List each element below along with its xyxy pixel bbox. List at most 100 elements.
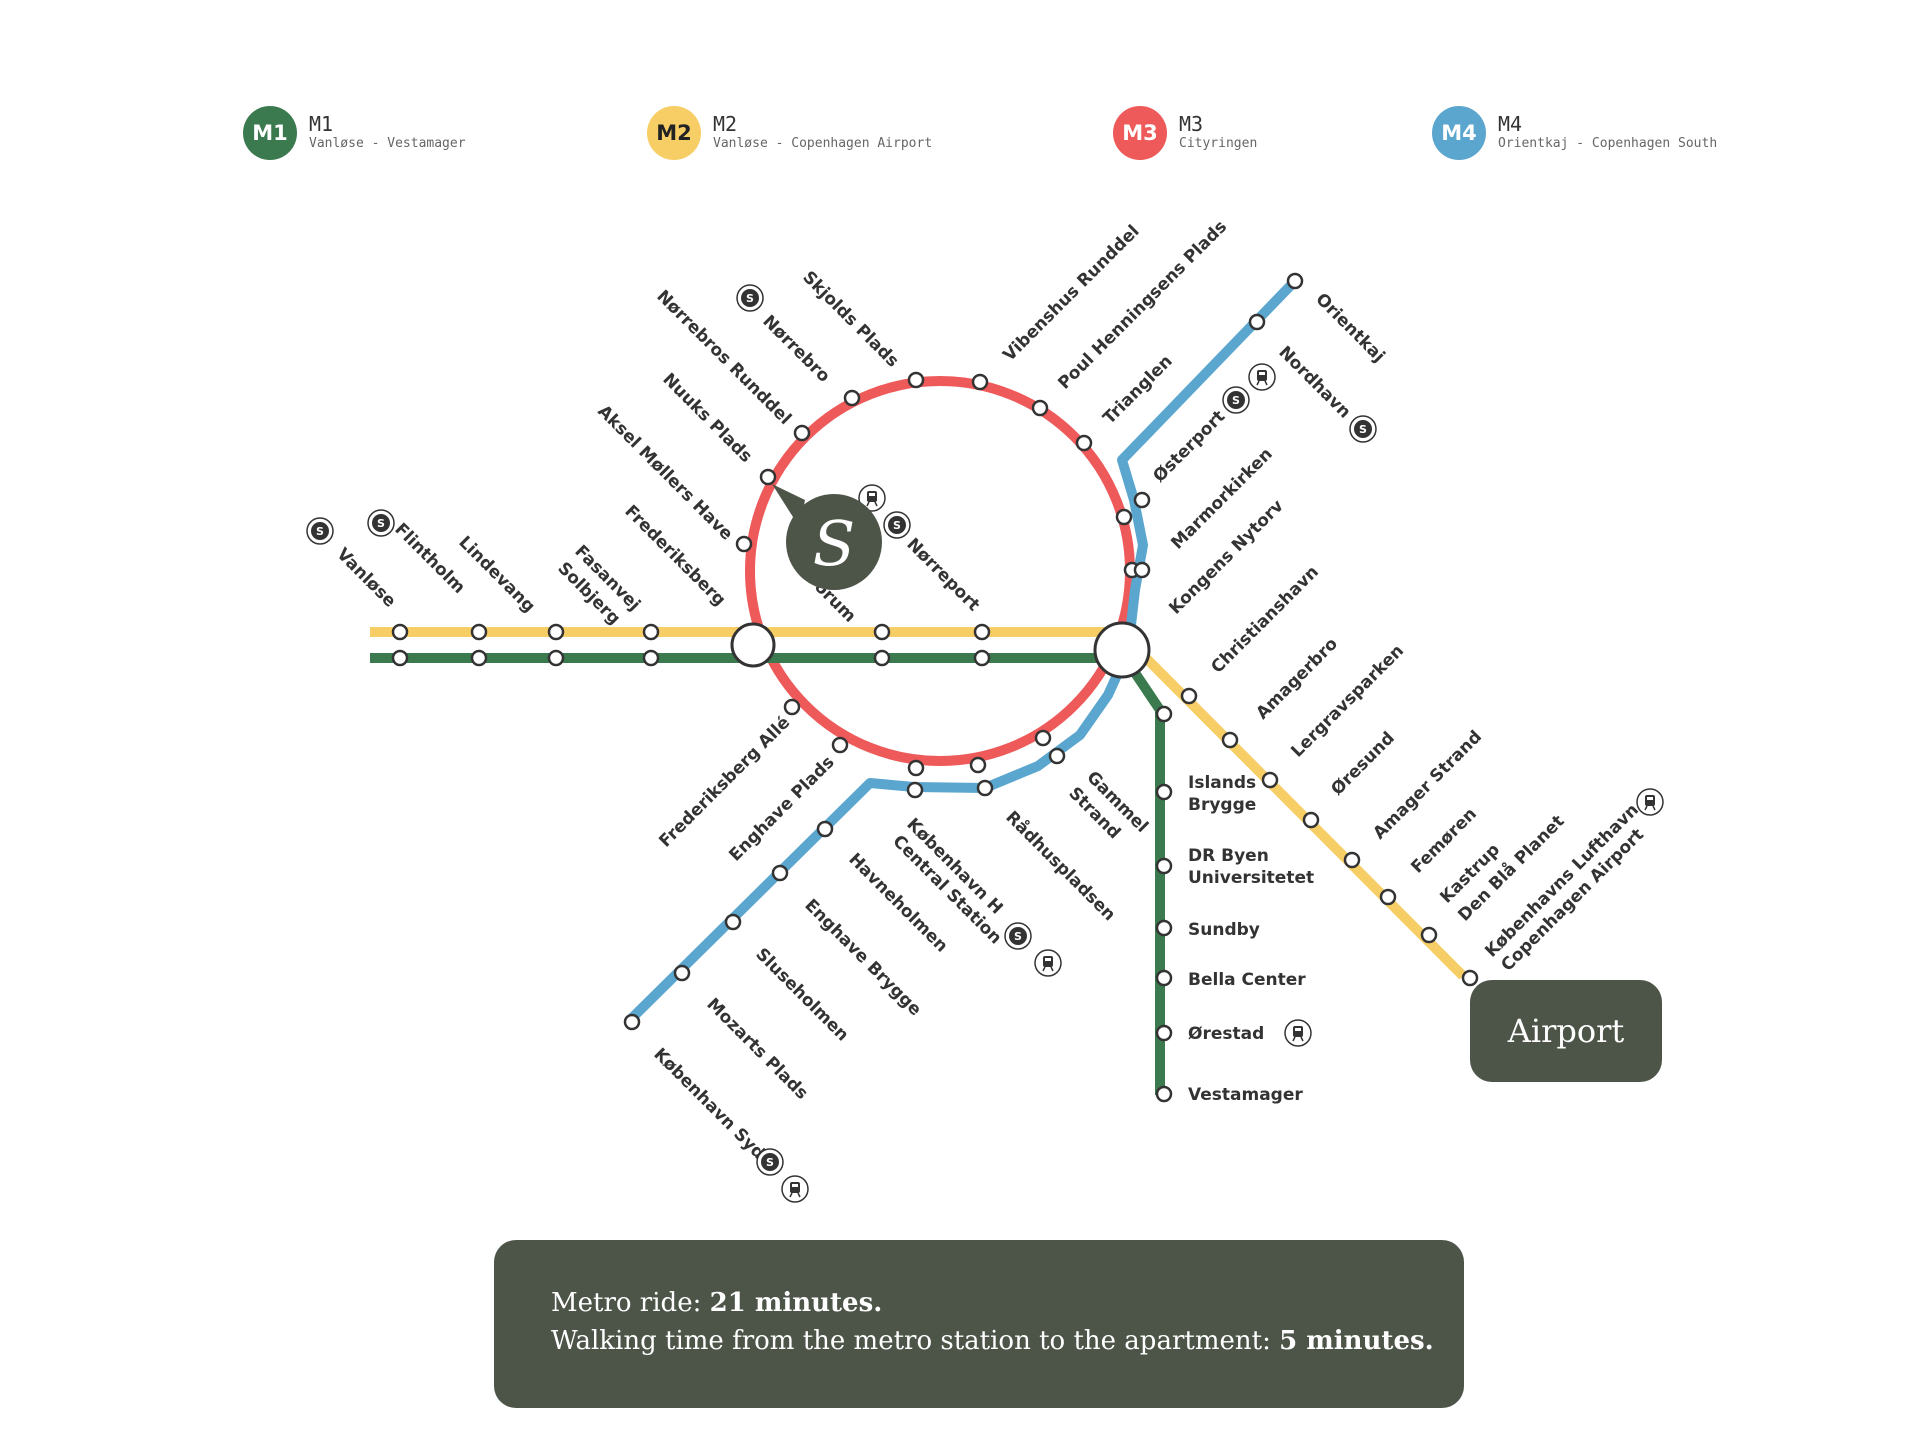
m1-route: Vanløse - Vestamager <box>309 136 466 151</box>
m4-badge: M4 <box>1432 106 1486 160</box>
label-orientkaj: Orientkaj <box>1311 289 1388 366</box>
s-train-icon: S <box>306 517 334 545</box>
station-dot <box>1180 687 1198 705</box>
label-mozarts-plads: Mozarts Plads <box>702 994 811 1103</box>
label-lindevang: Lindevang <box>454 532 538 616</box>
property-marker-circle <box>786 494 882 590</box>
station-dot <box>1048 747 1066 765</box>
train-icon <box>858 484 886 512</box>
station-dot <box>1133 491 1151 509</box>
label-kobenhavn-syd: København Syd <box>649 1044 768 1163</box>
m1-name: M1 <box>309 112 334 136</box>
label-sundby: Sundby <box>1188 920 1260 940</box>
m3-badge: M3 <box>1113 106 1167 160</box>
station-dot <box>906 781 924 799</box>
transfer-icons: S S S S S S S S <box>306 284 1664 1203</box>
station-dot <box>1031 399 1049 417</box>
metro-ride-prefix: Metro ride: <box>551 1288 710 1318</box>
station-dot <box>793 424 811 442</box>
label-poul-henningsens-plads: Poul Henningsens Plads <box>1054 217 1231 394</box>
label-norrebro: Nørrebro <box>758 311 833 386</box>
station-dot <box>759 468 777 486</box>
label-dr-byen-2: Universitetet <box>1188 868 1314 888</box>
train-icon <box>1034 949 1062 977</box>
label-norrebros-runddel: Nørrebros Runddel <box>652 286 794 428</box>
legend-m3: M3 M3 Cityringen <box>1113 106 1257 160</box>
station-dot <box>1034 729 1052 747</box>
label-islands-brygge-1: Islands <box>1188 773 1256 793</box>
walking-time-line: Walking time from the metro station to t… <box>551 1322 1464 1360</box>
svg-text:S: S <box>746 292 754 305</box>
station-dot <box>623 1013 641 1031</box>
m4-route: Orientkaj - Copenhagen South <box>1498 136 1718 151</box>
station-dot <box>391 623 409 641</box>
station-dot <box>873 649 891 667</box>
s-train-icon: S <box>1349 415 1377 443</box>
station-dot <box>1155 919 1173 937</box>
station-dot <box>673 964 691 982</box>
train-icon <box>1248 363 1276 391</box>
walking-time-value: 5 minutes. <box>1279 1326 1434 1356</box>
station-dot <box>973 623 991 641</box>
station-dot <box>1155 705 1173 723</box>
station-dot <box>1155 1085 1173 1103</box>
svg-text:S: S <box>766 1156 774 1169</box>
s-train-icon: S <box>367 509 395 537</box>
m2-route: Vanløse - Copenhagen Airport <box>713 136 933 151</box>
station-dot <box>971 373 989 391</box>
svg-text:S: S <box>377 517 385 530</box>
station-dot <box>1420 926 1438 944</box>
station-dot <box>1133 561 1151 579</box>
station-dot <box>1115 508 1133 526</box>
property-logo-icon: S <box>813 507 855 580</box>
station-dot <box>783 698 801 716</box>
legend-m4: M4 M4 Orientkaj - Copenhagen South <box>1432 106 1718 160</box>
station-dot <box>907 371 925 389</box>
s-train-icon: S <box>1222 386 1250 414</box>
station-dot <box>470 623 488 641</box>
station-dot <box>843 389 861 407</box>
airport-box: Airport <box>1470 980 1662 1082</box>
station-dot <box>1155 1024 1173 1042</box>
station-dot <box>1221 731 1239 749</box>
s-train-icon: S <box>736 284 764 312</box>
label-islands-brygge-2: Brygge <box>1188 795 1256 815</box>
station-dot <box>1286 272 1304 290</box>
m1-badge: M1 <box>243 106 297 160</box>
airport-label: Airport <box>1507 1012 1625 1050</box>
station-dot <box>976 779 994 797</box>
station-dot <box>642 649 660 667</box>
station-labels: Vanløse Flintholm Lindevang Fasanvej Sol… <box>332 217 1648 1164</box>
train-icon <box>781 1175 809 1203</box>
label-vibenshus-runddel: Vibenshus Runddel <box>999 221 1143 365</box>
m1-line <box>370 653 1165 1095</box>
station-dot <box>724 913 742 931</box>
m3-name: M3 <box>1179 112 1204 136</box>
station-dots <box>391 272 1479 1103</box>
property-location-marker: S <box>772 484 882 590</box>
s-train-icon: S <box>1004 922 1032 950</box>
label-dr-byen-1: DR Byen <box>1188 846 1269 866</box>
station-dot <box>1379 888 1397 906</box>
station-dot <box>470 649 488 667</box>
station-dot <box>873 623 891 641</box>
train-icon <box>1284 1019 1312 1047</box>
station-dot <box>547 649 565 667</box>
travel-info-box: Metro ride: 21 minutes. Walking time fro… <box>494 1240 1464 1408</box>
station-dot <box>973 649 991 667</box>
label-vestamager: Vestamager <box>1188 1085 1303 1105</box>
station-dot <box>1248 313 1266 331</box>
svg-text:S: S <box>316 525 324 538</box>
s-train-icon: S <box>756 1148 784 1176</box>
station-dot <box>1261 771 1279 789</box>
station-dot <box>1461 969 1479 987</box>
label-nordhavn: Nordhavn <box>1274 342 1354 422</box>
station-dot <box>1302 811 1320 829</box>
station-dot <box>1155 969 1173 987</box>
station-dot <box>1155 783 1173 801</box>
svg-text:S: S <box>1359 423 1367 436</box>
station-dot <box>642 623 660 641</box>
m2-badge: M2 <box>647 106 701 160</box>
label-bella-center: Bella Center <box>1188 970 1306 990</box>
label-orestad: Ørestad <box>1188 1024 1264 1044</box>
